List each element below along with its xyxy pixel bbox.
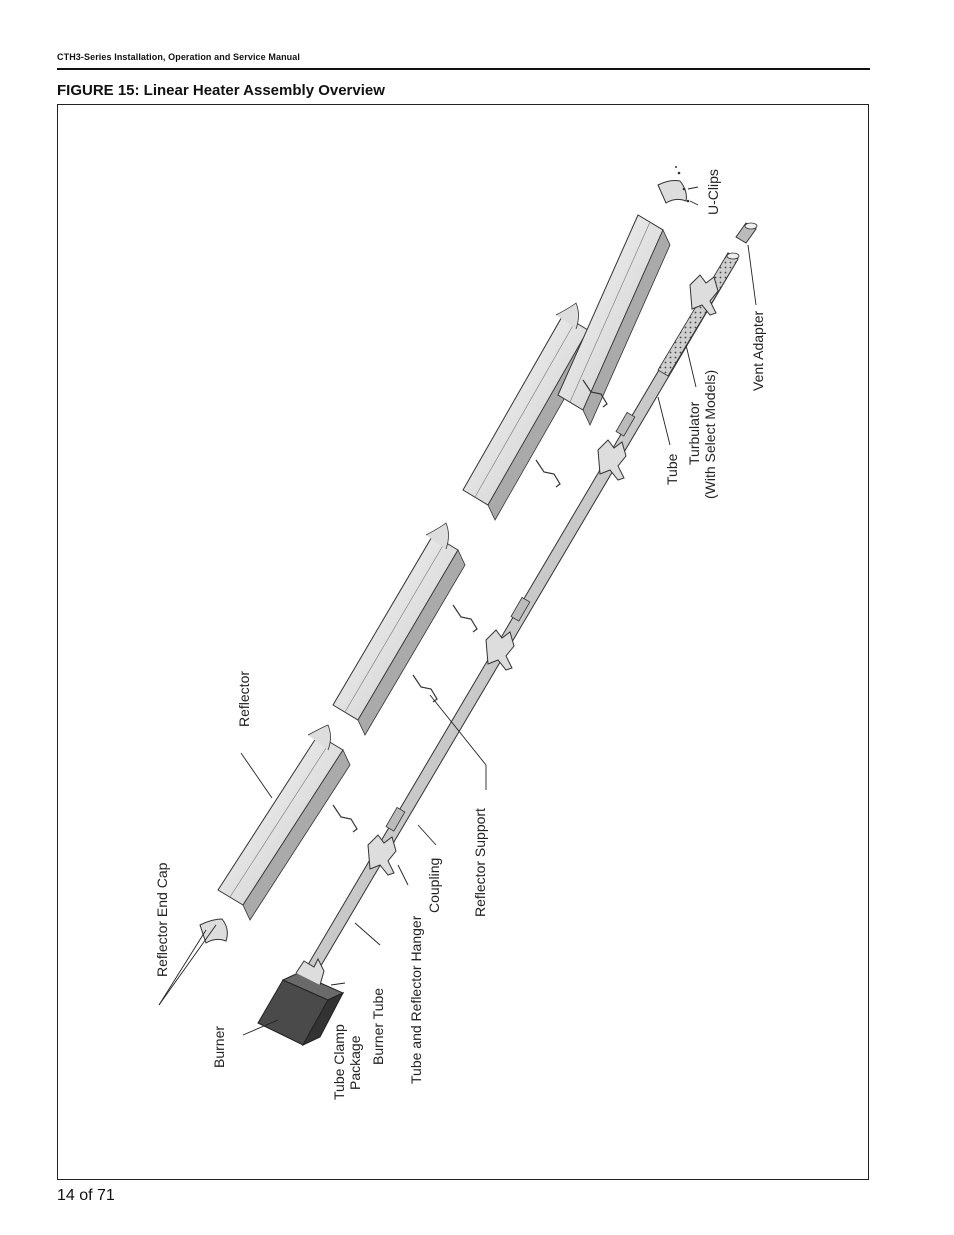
figure-title: FIGURE 15: Linear Heater Assembly Overvi… [57,82,385,99]
leader-lines [158,186,757,1036]
vent-adapter [735,222,758,244]
reflector-support-hooks [332,379,608,833]
tube-couplings [385,411,636,832]
heater-assembly-diagram: U-Clips Vent Adapter Tube Turbulator (Wi… [154,166,766,1100]
u-clips [675,166,690,203]
figure-frame: U-Clips Vent Adapter Tube Turbulator (Wi… [57,104,869,1180]
label-burner: Burner [211,1026,227,1068]
burner-box [257,957,345,1047]
label-reflector-support: Reflector Support [472,808,488,917]
reflector-3 [462,302,596,521]
label-turbulator-note: (With Select Models) [702,370,718,499]
reflector-2 [332,522,466,736]
label-reflector: Reflector [236,671,252,727]
label-turbulator: Turbulator [686,401,702,465]
manual-header: CTH3-Series Installation, Operation and … [57,52,300,62]
reflector-end-cap-right [657,180,687,204]
label-burner-tube: Burner Tube [370,988,386,1065]
label-tube-clamp-package: Package [347,1035,363,1090]
header-rule [57,68,870,70]
label-reflector-end-cap: Reflector End Cap [154,862,170,977]
label-vent-adapter: Vent Adapter [750,310,766,391]
label-tube-and-reflector-hanger: Tube and Reflector Hanger [408,915,424,1084]
label-tube: Tube [664,453,680,485]
tube-hangers [367,274,719,876]
heater-tube [295,252,740,992]
label-tube-clamp: Tube Clamp [331,1024,347,1100]
reflector-4 [557,214,671,426]
reflector-1 [217,724,351,921]
reflector-end-cap-left [199,918,228,944]
label-coupling: Coupling [426,858,442,913]
label-u-clips: U-Clips [705,169,721,215]
page-number: 14 of 71 [57,1187,115,1204]
